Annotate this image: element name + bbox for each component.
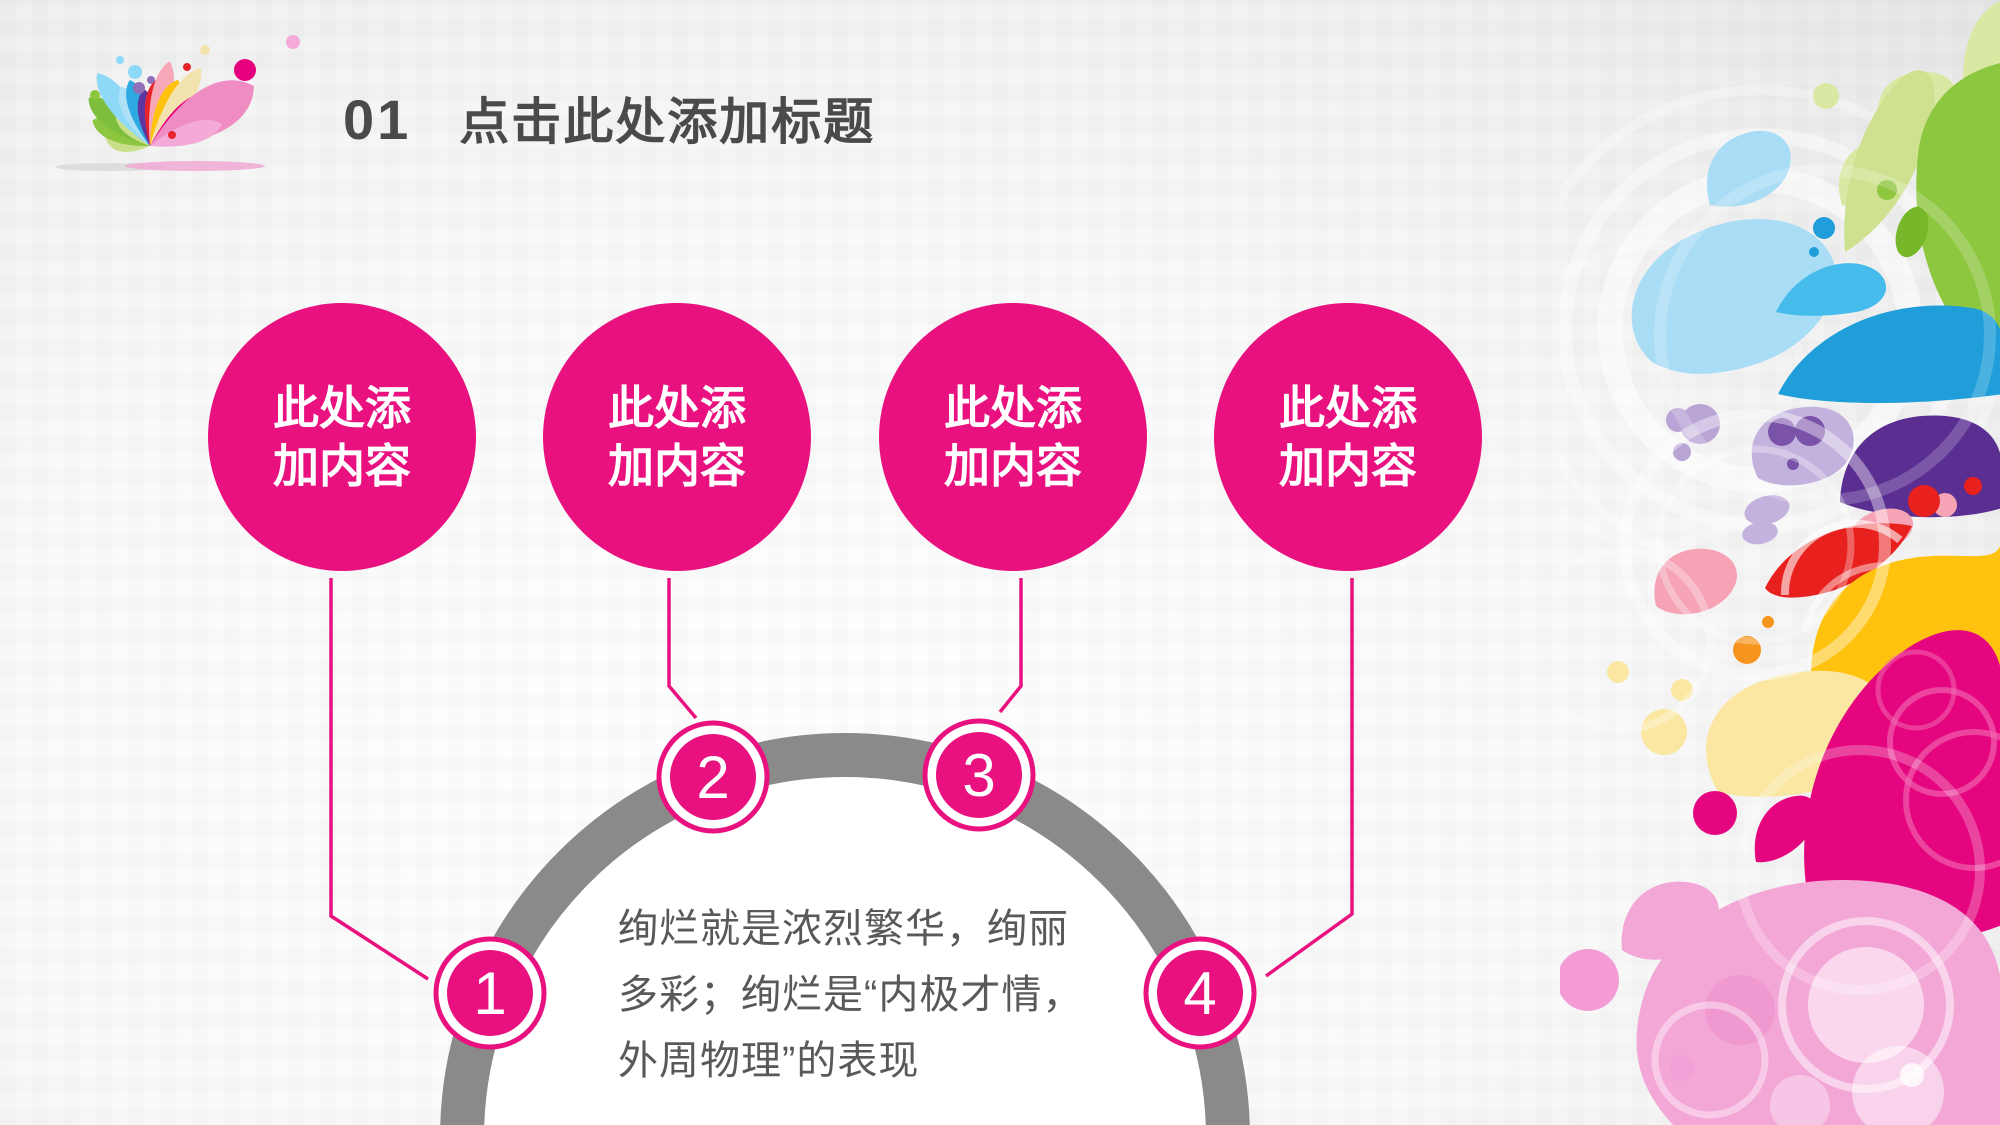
step-badge-2[interactable]: 2 [656,720,770,834]
content-circle-3[interactable]: 此处添加内容 [879,303,1147,571]
badge-number: 3 [962,742,995,809]
color-splash-art-icon [1560,1,2000,1125]
badge-number: 2 [696,744,729,811]
slide-header: 01 点击此处添加标题 [343,82,875,154]
connector-line-3 [998,578,1023,714]
badge-fill [447,950,533,1036]
body-text-line: 多彩；绚烂是“内极才情， [618,973,1084,1017]
step-badge-1[interactable]: 1 [433,936,547,1050]
content-circle-label: 此处添加内容 [273,382,411,492]
step-badge-4[interactable]: 4 [1143,936,1257,1050]
connector-line-4 [1264,578,1354,978]
connector-line-1 [329,578,429,981]
content-circle-label: 此处添加内容 [608,382,746,492]
content-circle-4[interactable]: 此处添加内容 [1214,303,1482,571]
page-title[interactable]: 点击此处添加标题 [459,94,876,150]
content-circle-1[interactable]: 此处添加内容 [208,303,476,571]
connector-line-2 [667,578,698,720]
color-splash-logo-icon [55,35,300,171]
badge-number: 1 [473,960,506,1027]
badge-fill [670,734,756,820]
content-circle-label: 此处添加内容 [944,382,1082,492]
step-badge-3[interactable]: 3 [922,718,1036,832]
content-circle-2[interactable]: 此处添加内容 [543,303,811,571]
body-text-line: 绚烂就是浓烈繁华，绚丽 [618,907,1069,951]
badge-number: 4 [1183,960,1216,1027]
progress-arc [440,733,1250,1125]
content-circle-label: 此处添加内容 [1279,382,1417,492]
body-text-line: 外周物理”的表现 [618,1039,920,1083]
badge-fill [936,732,1022,818]
body-text[interactable]: 绚烂就是浓烈繁华，绚丽 多彩；绚烂是“内极才情， 外周物理”的表现 [618,896,1083,1094]
badge-fill [1157,950,1243,1036]
section-number: 01 [343,88,412,151]
